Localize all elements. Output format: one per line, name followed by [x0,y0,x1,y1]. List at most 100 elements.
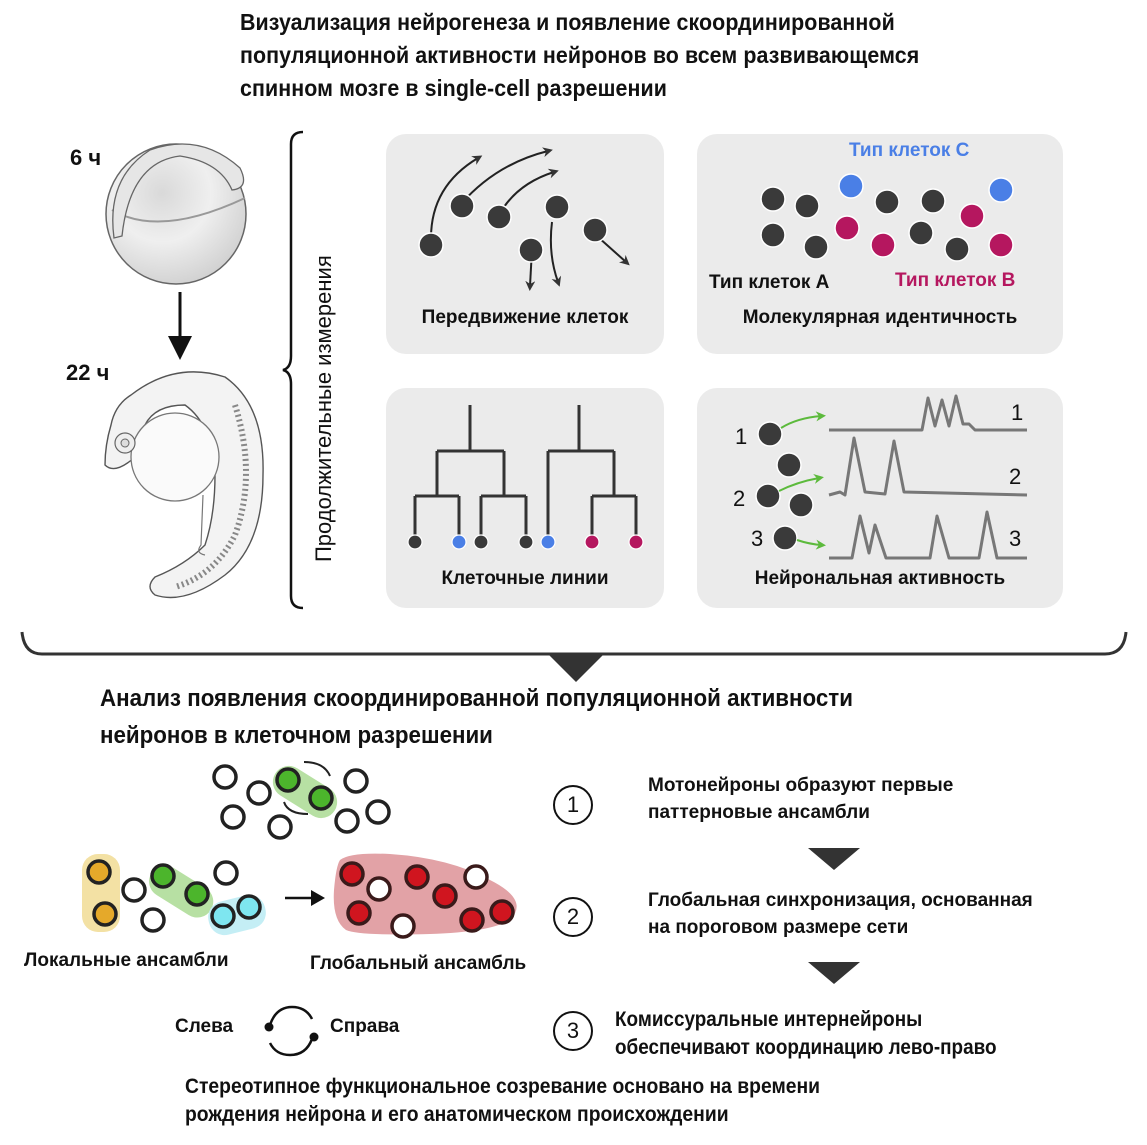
title-line: популяционной активности нейронов во все… [240,42,920,68]
trace-label: 3 [1009,526,1022,551]
local-ensembles-label: Локальные ансамбли [24,950,229,971]
migration-graphic [418,147,630,291]
title-line: спинном мозге в single-cell разрешении [240,75,668,101]
step-3-text: Комиссуральные интернейроны обеспечивают… [615,1006,997,1062]
step-1-text: Мотонейроны образуют первые паттерновые … [648,772,953,826]
panel-label: Передвижение клеток [421,307,629,328]
neuron [788,492,814,518]
left-curly-brace [282,130,304,610]
lineage-leaf [451,534,467,550]
panel-label: Клеточные линии [441,568,609,589]
local-ensembles-graphic [82,854,266,936]
cell-type-a [944,236,970,262]
migration-path [430,155,483,239]
panel-label: Нейрональная активность [754,568,1006,589]
step-line: Мотонейроны образуют первые [648,775,954,796]
red-neuron [404,864,430,890]
red-neuron [339,861,365,887]
step-line: Комиссуральные интернейроны [615,1008,923,1031]
red-neuron [432,883,458,909]
lineage-leaf [473,534,489,550]
section2-title-line: нейронов в клеточном разрешении [100,722,493,749]
cyan-neuron [210,903,236,929]
step-line: на пороговом размере сети [648,917,909,938]
down-arrow-icon [168,292,192,360]
cell-type-c [988,177,1014,203]
cell-type-b [870,232,896,258]
left-label: Слева [175,1016,234,1037]
cyan-neuron [236,894,262,920]
neuron-1 [757,421,783,447]
neuron-2 [755,483,781,509]
neuron-label: 3 [751,526,764,551]
cell-type-c [838,173,864,199]
stage-label-6h: 6 ч [70,145,102,170]
step-line: паттерновые ансамбли [648,802,870,823]
panel-label: Молекулярная идентичность [742,307,1018,328]
panel-molecular-identity: Тип клеток C Тип клеток A Тип клеток B М… [697,134,1063,354]
bottom-bracket [20,631,1128,682]
section2-title-line: Анализ появления скоординированной попул… [100,685,853,712]
red-neuron [459,907,485,933]
cell-type-a [908,220,934,246]
activity-trace-1 [829,394,1027,432]
cell-dot [486,204,512,230]
yellow-neuron [86,859,112,885]
neuron-3 [772,525,798,551]
embryo-22h-illustration [104,371,264,599]
activity-trace-2 [828,436,1028,497]
step-line: обеспечивают координацию лево-право [615,1036,997,1059]
embryo-6h-illustration [105,143,247,285]
step-number-1: 1 [553,785,593,825]
neuron-label: 2 [733,486,746,511]
green-neuron [275,767,301,793]
cell-dot [544,194,570,220]
lineage-tree [407,405,644,550]
cell-type-a [760,186,786,212]
activity-graphic [755,394,1028,560]
section2-title: Анализ появления скоординированной попул… [100,680,853,754]
right-label: Справа [330,1016,400,1037]
cell-dot [582,217,608,243]
lineage-leaf [407,534,423,550]
cell-type-a [803,234,829,260]
red-neuron [346,900,372,926]
cell-type-b [834,215,860,241]
activity-trace-3 [829,510,1027,560]
panel-cell-migration: Передвижение клеток [386,134,664,354]
down-triangle-icon [808,962,860,984]
panel-neuronal-activity: 1 2 3 1 2 3 Нейрональная активность [697,388,1063,608]
global-ensemble-label: Глобальный ансамбль [310,953,527,974]
down-triangle-icon [808,848,860,870]
green-neuron [150,863,176,889]
yellow-neuron [92,901,118,927]
cell-type-a [874,189,900,215]
cell-type-a [920,188,946,214]
lineage-leaf [628,534,644,550]
step-number-3: 3 [553,1011,593,1051]
right-arrow-icon [285,890,325,906]
lineage-leaf [540,534,556,550]
green-arrow [778,473,824,492]
step-number-2: 2 [553,897,593,937]
down-triangle-icon [548,654,604,682]
panel-cell-lineage: Клеточные линии [386,388,664,608]
green-arrow [796,539,826,550]
left-right-cycle-icon [264,1005,319,1057]
cell-dot [418,232,444,258]
title-line: Визуализация нейрогенеза и появление ско… [240,9,895,35]
footer-conclusion: Стереотипное функциональное созревание о… [185,1073,820,1129]
cell-types-graphic [760,173,1014,262]
step-line: Глобальная синхронизация, основанная [648,890,1033,911]
cell-type-b [959,203,985,229]
lineage-leaf [518,534,534,550]
type-c-label: Тип клеток C [849,140,970,161]
cell-dot [518,237,544,263]
footer-line: рождения нейрона и его анатомическом про… [185,1103,729,1126]
lineage-leaf [584,534,600,550]
stage-label-22h: 22 ч [66,360,110,385]
cell-type-a [760,222,786,248]
cell-type-b [988,232,1014,258]
red-neuron [489,899,515,925]
migration-path [460,147,553,205]
